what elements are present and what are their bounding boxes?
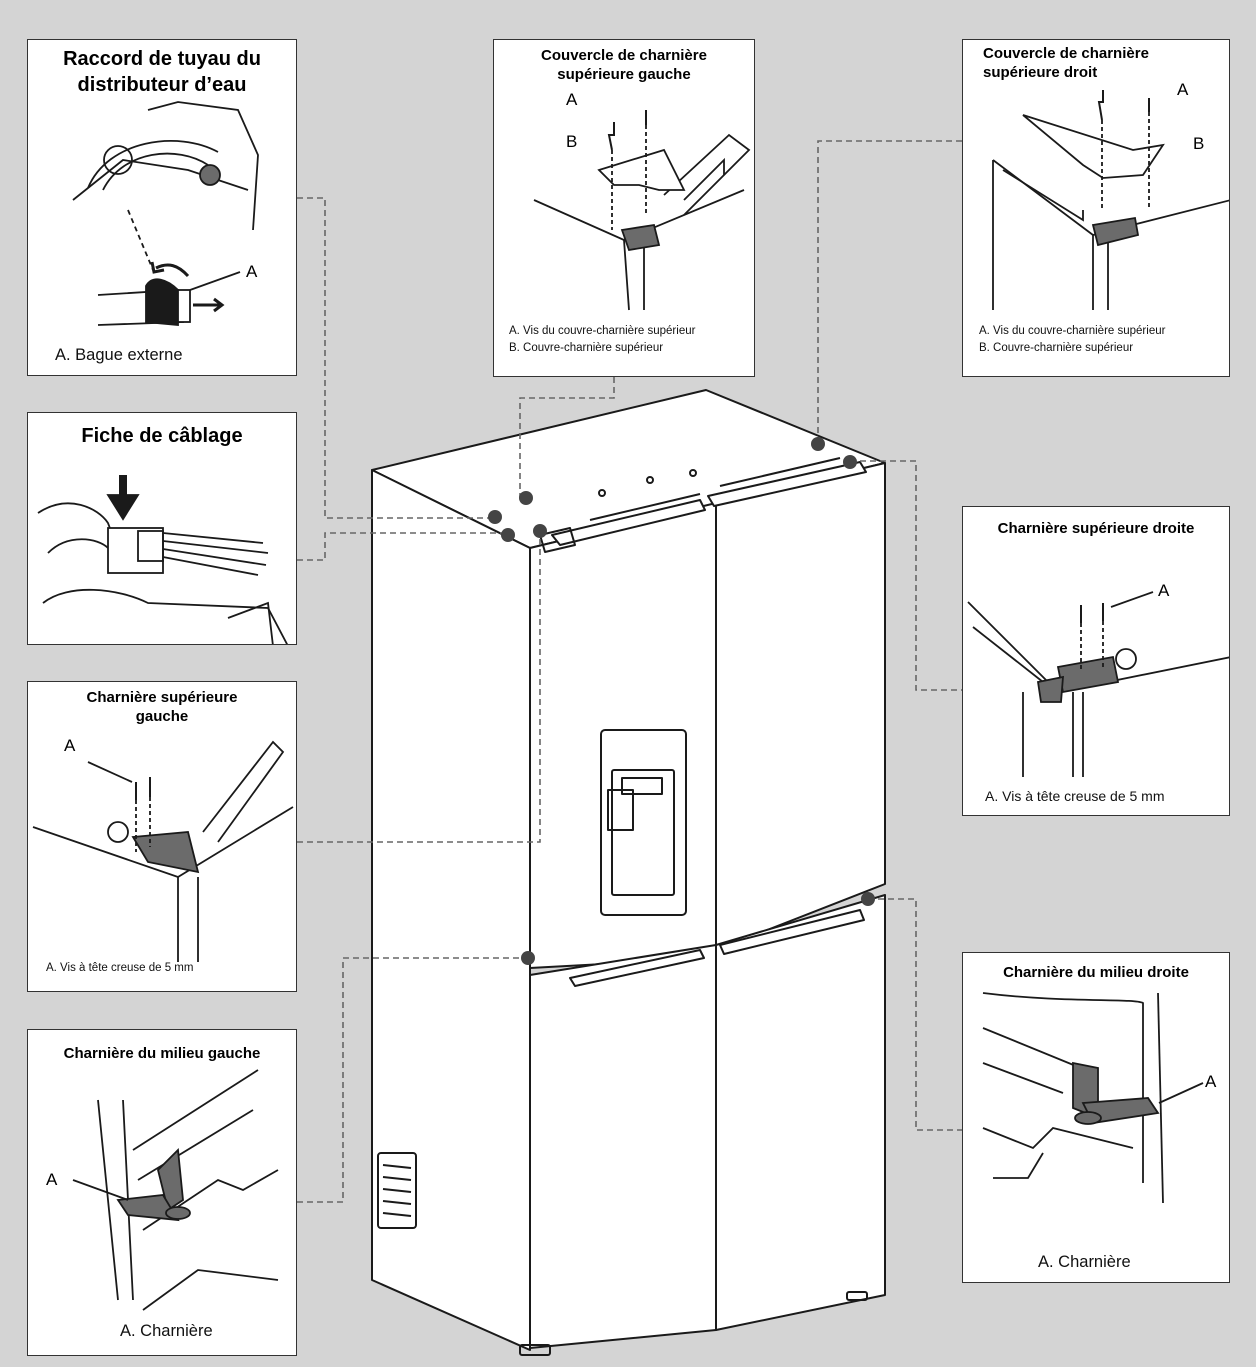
- top-right-hinge-caption: A. Vis à tête creuse de 5 mm: [985, 788, 1165, 804]
- panel-middle-left-hinge: Charnière du milieu gauche A A. Charnièr…: [27, 1029, 297, 1356]
- top-left-cover-caption-b: B. Couvre-charnière supérieur: [509, 342, 664, 354]
- panel-water-dispenser-connection: Raccord de tuyau du distributeur d’eau A…: [27, 39, 297, 376]
- top-right-cover-caption-b: B. Couvre-charnière supérieur: [979, 342, 1134, 354]
- mid-left-hinge-caption: A. Charnière: [120, 1322, 213, 1340]
- mid-right-hinge-title: Charnière du milieu droite: [1003, 964, 1189, 981]
- mid-right-hinge-callout-a: A: [1205, 1072, 1217, 1091]
- panel-middle-right-hinge: Charnière du milieu droite A A. Charnièr…: [962, 952, 1230, 1283]
- mid-left-hinge-illustration: [72, 1069, 279, 1311]
- top-right-hinge-callout-a: A: [1158, 581, 1170, 600]
- panel-top-left-hinge-cover: Couvercle de charnière supérieure gauche…: [493, 39, 755, 377]
- top-left-cover-illustration: [533, 110, 751, 311]
- water-connector-illustration: [72, 101, 259, 326]
- top-left-hinge-callout-a: A: [64, 736, 76, 755]
- water-callout-a: A: [246, 262, 258, 281]
- wiring-panel-title: Fiche de câblage: [81, 425, 243, 447]
- top-right-cover-callout-b: B: [1193, 134, 1205, 153]
- mid-left-hinge-title: Charnière du milieu gauche: [63, 1045, 261, 1062]
- top-left-cover-callout-a: A: [566, 90, 578, 109]
- wiring-plug-illustration: [37, 475, 288, 644]
- top-left-hinge-caption: A. Vis à tête creuse de 5 mm: [46, 962, 194, 974]
- panel-top-left-hinge: Charnière supérieure gauche A A. Vis à t…: [27, 681, 297, 992]
- mid-left-hinge-callout-a: A: [46, 1170, 58, 1189]
- top-left-hinge-illustration: [32, 740, 294, 962]
- top-right-hinge-title: Charnière supérieure droite: [997, 520, 1195, 537]
- mid-right-hinge-illustration: [982, 992, 1204, 1204]
- water-panel-title: Raccord de tuyau du distributeur d’eau: [63, 48, 261, 96]
- top-right-hinge-illustration: [967, 591, 1229, 777]
- top-left-cover-caption-a: A. Vis du couvre-charnière supérieur: [509, 325, 696, 337]
- top-right-cover-caption-a: A. Vis du couvre-charnière supérieur: [979, 325, 1166, 337]
- panel-top-right-hinge: Charnière supérieure droite A A. Vis à t…: [962, 506, 1230, 816]
- panel-top-right-hinge-cover: Couvercle de charnière supérieure droit …: [962, 39, 1230, 377]
- top-right-cover-illustration: [992, 90, 1229, 310]
- top-left-cover-title: Couvercle de charnière supérieure gauche: [541, 47, 707, 83]
- top-right-cover-title: Couvercle de charnière supérieure droit: [983, 45, 1149, 81]
- panel-wiring-plug: Fiche de câblage: [27, 412, 297, 645]
- water-caption: A. Bague externe: [55, 346, 183, 364]
- top-right-cover-callout-a: A: [1177, 80, 1189, 99]
- top-left-hinge-title: Charnière supérieure gauche: [86, 689, 238, 725]
- mid-right-hinge-caption: A. Charnière: [1038, 1253, 1131, 1271]
- top-left-cover-callout-b: B: [566, 132, 578, 151]
